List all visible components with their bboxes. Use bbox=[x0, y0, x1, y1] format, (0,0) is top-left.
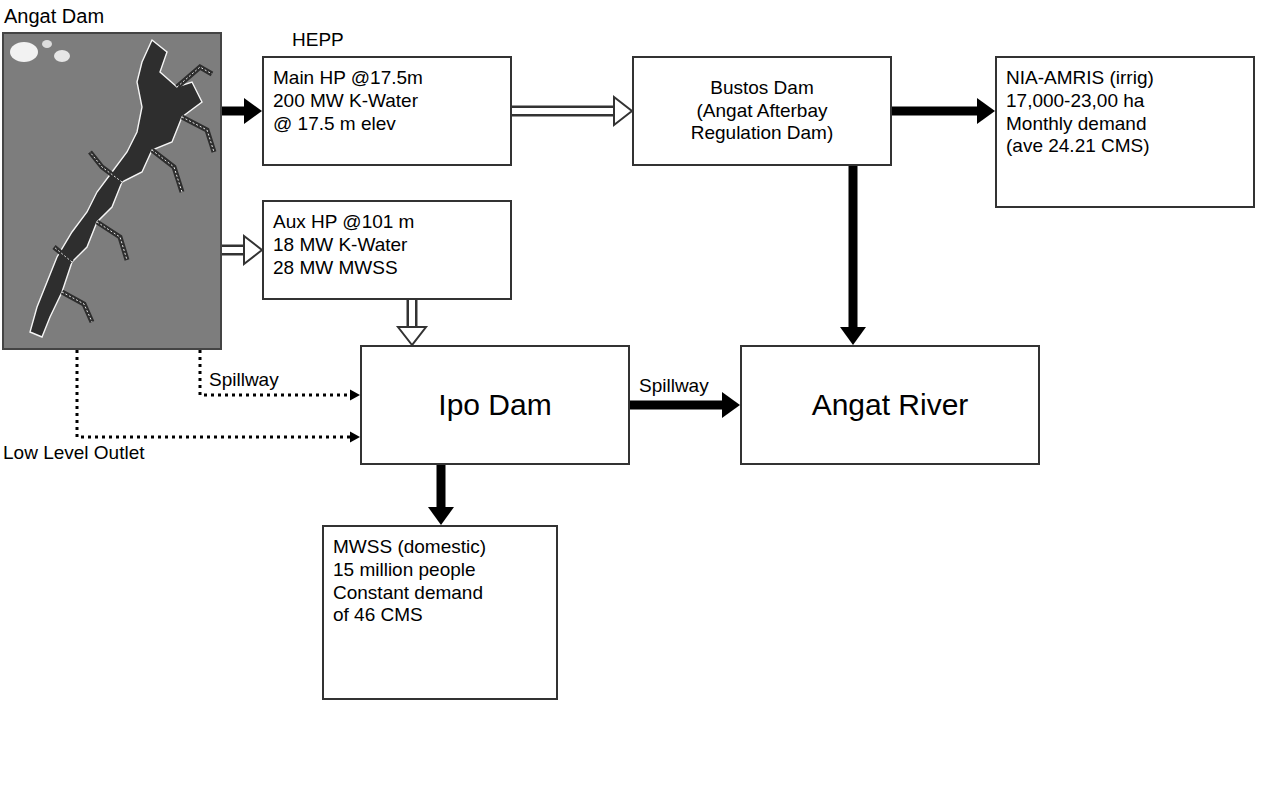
arrow-head bbox=[244, 98, 262, 124]
arrow-shaft bbox=[222, 245, 245, 256]
arrow-head bbox=[614, 97, 632, 125]
arrow-shaft bbox=[407, 300, 418, 328]
edge-label: Spillway bbox=[638, 375, 710, 398]
power-plant-box: Aux HP @101 m 18 MW K-Water 28 MW MWSS bbox=[262, 200, 512, 300]
arrow-shaft bbox=[437, 465, 446, 508]
solid-arrow bbox=[892, 98, 995, 124]
solid-arrow bbox=[222, 98, 262, 124]
arrow-shaft bbox=[222, 107, 245, 116]
dam-box: Bustos Dam (Angat Afterbay Regulation Da… bbox=[632, 56, 892, 166]
arrow-shaft-inner bbox=[512, 108, 615, 114]
arrow-head bbox=[977, 98, 995, 124]
node-text: Ipo Dam bbox=[438, 387, 551, 423]
node-text: Angat River bbox=[812, 387, 969, 423]
solid-arrow bbox=[428, 465, 454, 525]
arrow-shaft-inner bbox=[222, 247, 245, 253]
satellite-image bbox=[2, 32, 222, 350]
cloud-spot bbox=[42, 40, 52, 48]
arrow-shaft-inner bbox=[409, 300, 415, 328]
hollow-arrow bbox=[222, 236, 262, 264]
image-shade bbox=[2, 32, 222, 350]
node-heading: Angat Dam bbox=[4, 4, 104, 28]
arrow-shaft bbox=[630, 401, 723, 410]
arrow-shaft bbox=[512, 106, 615, 117]
demand-box: NIA-AMRIS (irrig) 17,000-23,00 ha Monthl… bbox=[995, 56, 1255, 208]
reservoir-shore bbox=[54, 67, 214, 322]
dotted-arrow bbox=[77, 350, 360, 443]
power-plant-box: HEPPMain HP @17.5m 200 MW K-Water @ 17.5… bbox=[262, 56, 512, 166]
arrow-head bbox=[840, 327, 866, 345]
hollow-arrow bbox=[512, 97, 632, 125]
image-ground bbox=[2, 32, 222, 350]
cloud-spot bbox=[10, 42, 38, 62]
node-text: MWSS (domestic) 15 million people Consta… bbox=[333, 536, 497, 627]
arrow-head bbox=[398, 327, 426, 345]
node-heading: HEPP bbox=[292, 29, 344, 52]
arrow-shaft bbox=[77, 350, 351, 437]
river-box: Angat River bbox=[740, 345, 1040, 465]
reservoir-image: Angat Dam bbox=[2, 32, 222, 350]
arrow-head bbox=[350, 432, 360, 443]
node-text: Aux HP @101 m 18 MW K-Water 28 MW MWSS bbox=[273, 211, 429, 279]
arrow-head bbox=[428, 507, 454, 525]
arrow-head bbox=[350, 390, 360, 401]
node-text: Main HP @17.5m 200 MW K-Water @ 17.5 m e… bbox=[273, 67, 431, 135]
arrow-head bbox=[722, 392, 740, 418]
node-text: NIA-AMRIS (irrig) 17,000-23,00 ha Monthl… bbox=[1006, 67, 1172, 158]
dotted-arrow bbox=[200, 350, 360, 401]
hollow-arrow bbox=[398, 300, 426, 345]
dam-box: Ipo Dam bbox=[360, 345, 630, 465]
cloud-spot bbox=[54, 50, 70, 62]
edge-label: Spillway bbox=[208, 369, 280, 392]
node-text: Bustos Dam (Angat Afterbay Regulation Da… bbox=[685, 77, 839, 145]
arrow-head bbox=[244, 236, 262, 264]
arrow-shaft bbox=[892, 107, 978, 116]
demand-box: MWSS (domestic) 15 million people Consta… bbox=[322, 525, 558, 700]
arrow-shaft bbox=[849, 166, 858, 328]
edge-label: Low Level Outlet bbox=[2, 442, 146, 465]
reservoir-branch bbox=[54, 67, 214, 322]
solid-arrow bbox=[840, 166, 866, 345]
arrow-shaft bbox=[200, 350, 351, 395]
